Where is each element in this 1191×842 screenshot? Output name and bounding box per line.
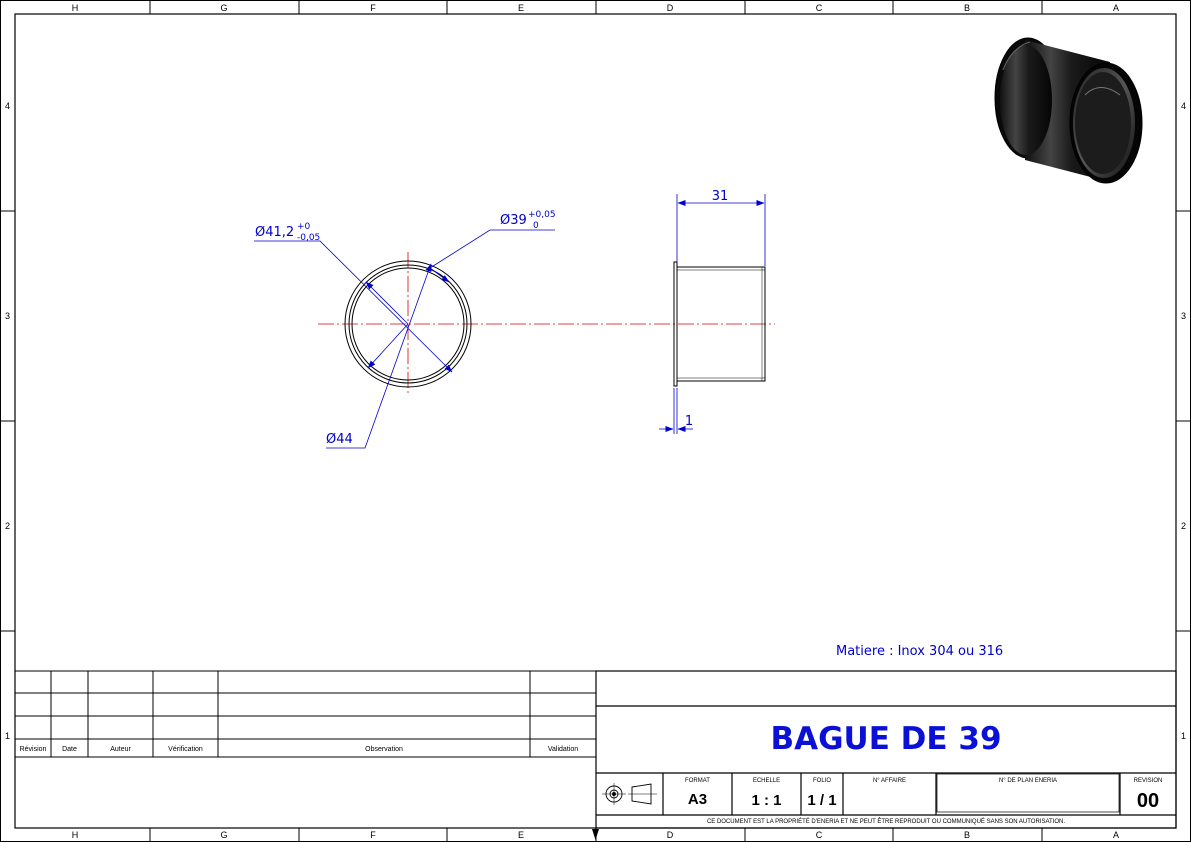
zone-col-label: G (220, 830, 227, 840)
dim-length: 31 (712, 189, 729, 204)
zone-row-label: 3 (5, 311, 10, 321)
rev-header: Date (62, 746, 77, 753)
zone-col-label: H (72, 830, 79, 840)
zone-row-label: 3 (1181, 311, 1186, 321)
revision-value: 00 (1137, 790, 1159, 812)
zone-col-label: D (667, 830, 674, 840)
dim-inner-tol-up: +0,05 (528, 210, 556, 220)
dim-inner-diameter: Ø39 (500, 213, 527, 228)
zone-col-label: D (667, 3, 674, 13)
front-view-dimensions: Ø41,2 +0 -0,05 Ø39 +0,05 0 Ø44 (255, 210, 556, 447)
rev-header: Validation (548, 746, 578, 753)
zone-row-label: 4 (1181, 101, 1186, 111)
side-view (673, 261, 766, 387)
scale-value: 1 : 1 (751, 792, 781, 809)
revision-table (14, 670, 597, 829)
zone-col-label: E (518, 3, 524, 13)
zone-col-label: E (518, 830, 524, 840)
zone-col-label: F (370, 830, 376, 840)
side-view-dimension-lines (659, 194, 766, 434)
drawing-title: BAGUE DE 39 (770, 721, 1001, 757)
zone-row-label: 4 (5, 101, 10, 111)
revision-label: REVISION (1134, 778, 1163, 784)
column-labels-bottom: H G F E D C B A (72, 830, 1119, 840)
zone-col-label: B (964, 830, 970, 840)
folio-label: FOLIO (813, 778, 831, 784)
affaire-label: N° AFFAIRE (873, 778, 906, 784)
dim-outer-tol-low: -0,05 (297, 233, 320, 243)
copyright-footer: CE DOCUMENT EST LA PROPRIÉTÉ D'ENERIA ET… (707, 817, 1065, 825)
scale-label: ECHELLE (753, 778, 780, 784)
zone-col-label: A (1113, 830, 1119, 840)
zone-col-label: G (220, 3, 227, 13)
zone-col-label: H (72, 3, 79, 13)
row-labels-right: 4 3 2 1 (1181, 101, 1186, 741)
zone-row-label: 1 (1181, 731, 1186, 741)
rev-header: Auteur (110, 746, 131, 753)
plan-number-label: N° DE PLAN ENERIA (999, 778, 1057, 784)
rev-header: Observation (365, 746, 403, 753)
zone-col-label: A (1113, 3, 1119, 13)
zone-row-label: 1 (5, 731, 10, 741)
projection-symbol-icon (602, 783, 657, 805)
title-block (595, 670, 1177, 829)
zone-col-label: C (816, 3, 823, 13)
zone-row-label: 2 (5, 521, 10, 531)
row-labels-left: 4 3 2 1 (5, 101, 10, 741)
format-value: A3 (688, 791, 707, 808)
front-view (344, 260, 472, 388)
rev-header: Révision (20, 746, 47, 753)
zone-col-label: B (964, 3, 970, 13)
dim-outer-diameter: Ø41,2 (255, 225, 294, 240)
dim-outer-tol-up: +0 (297, 222, 311, 232)
dim-flange-thickness: 1 (685, 414, 693, 429)
revision-table-headers: Révision Date Auteur Vérification Observ… (20, 746, 579, 753)
diameter-leaders (254, 229, 555, 449)
rev-header: Vérification (168, 746, 203, 753)
zone-col-label: F (370, 3, 376, 13)
dim-flange-diameter: Ø44 (326, 432, 353, 447)
dim-inner-tol-low: 0 (533, 221, 539, 231)
bushing-3d-preview (994, 37, 1143, 184)
format-label: FORMAT (685, 778, 710, 784)
folio-value: 1 / 1 (807, 792, 836, 809)
column-labels-top: H G F E D C B A (72, 3, 1119, 13)
zone-row-label: 2 (1181, 521, 1186, 531)
zone-col-label: C (816, 830, 823, 840)
material-note: Matiere : Inox 304 ou 316 (836, 644, 1003, 659)
